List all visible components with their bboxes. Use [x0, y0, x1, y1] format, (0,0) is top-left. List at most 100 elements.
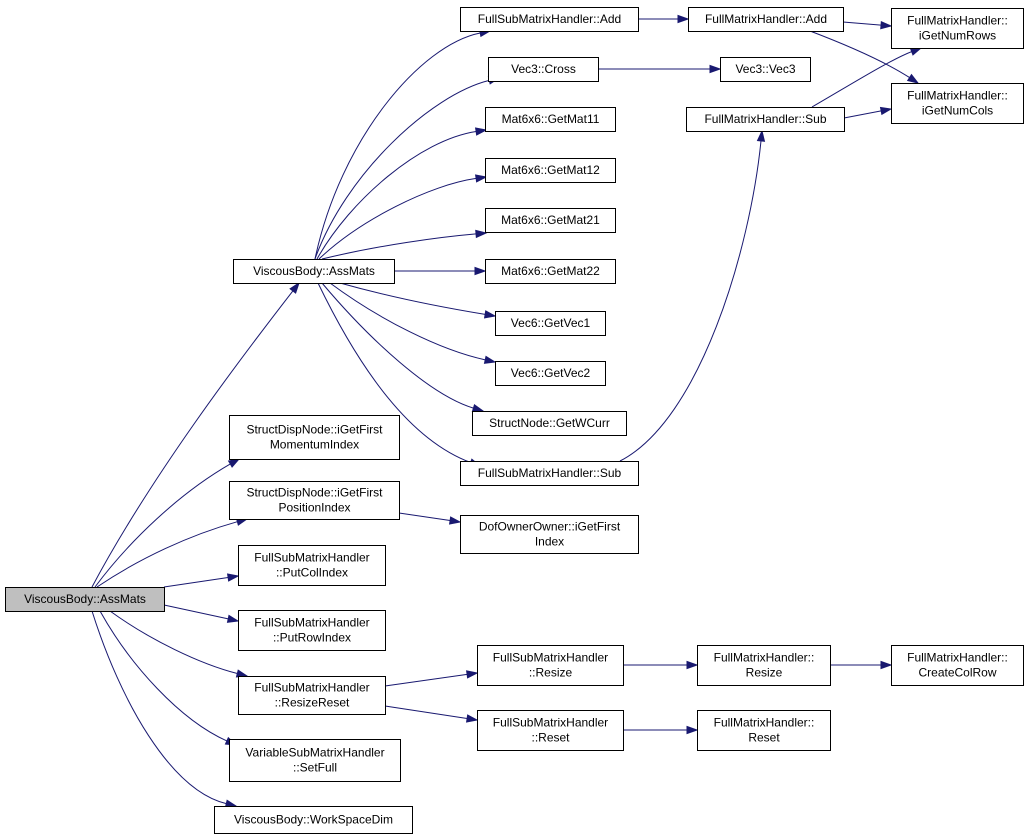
node-label: ::PutColIndex: [276, 566, 348, 580]
arrowhead: [474, 127, 488, 136]
node-box: [485, 158, 616, 183]
node-label: FullMatrixHandler::: [714, 716, 815, 730]
node-label: FullMatrixHandler::: [907, 14, 1008, 28]
node-box: [229, 481, 400, 520]
node-label: StructNode::GetWCurr: [489, 416, 610, 430]
node-mat-getmat11[interactable]: Mat6x6::GetMat11: [485, 107, 616, 132]
edge-vb_assmats-to-mat_getmat21: [321, 229, 488, 260]
node-box: [233, 259, 395, 284]
node-fsmh-putrow[interactable]: FullSubMatrixHandler::PutRowIndex: [238, 610, 386, 651]
function-nodes: ViscousBody::AssMatsViscousBody::AssMats…: [5, 7, 1024, 834]
node-root[interactable]: ViscousBody::AssMats: [5, 587, 165, 612]
node-box: [891, 83, 1024, 124]
node-fmh-sub[interactable]: FullMatrixHandler::Sub: [686, 107, 845, 132]
node-vec3-vec3[interactable]: Vec3::Vec3: [720, 57, 811, 82]
arrowhead: [448, 516, 462, 525]
node-fmh-getnumcols[interactable]: FullMatrixHandler::iGetNumCols: [891, 83, 1024, 124]
edge-line: [811, 51, 912, 108]
arrowhead: [483, 355, 497, 364]
node-fsmh-reset[interactable]: FullSubMatrixHandler::Reset: [477, 710, 624, 751]
node-label: StructDispNode::iGetFirst: [246, 486, 383, 500]
node-box: [214, 806, 413, 834]
node-mat-getmat12[interactable]: Mat6x6::GetMat12: [485, 158, 616, 183]
node-fmh-resize[interactable]: FullMatrixHandler::Resize: [697, 645, 831, 686]
node-label: ViscousBody::WorkSpaceDim: [234, 813, 393, 827]
node-box: [477, 710, 624, 751]
node-label: FullMatrixHandler::Sub: [704, 112, 826, 126]
node-box: [891, 645, 1024, 686]
node-label: Vec3::Cross: [511, 62, 576, 76]
node-box: [495, 311, 606, 336]
node-label: ViscousBody::AssMats: [253, 264, 375, 278]
node-fsmh-resizereset[interactable]: FullSubMatrixHandler::ResizeReset: [238, 676, 386, 715]
arrowhead: [880, 20, 893, 30]
arrowhead: [226, 573, 240, 582]
node-box: [477, 645, 624, 686]
edge-line: [314, 79, 490, 260]
node-vec3-cross[interactable]: Vec3::Cross: [488, 57, 599, 82]
node-fsmh-resize[interactable]: FullSubMatrixHandler::Resize: [477, 645, 624, 686]
edge-fsmh_add-to-fmh_add: [638, 14, 690, 24]
node-fsmh-putcol[interactable]: FullSubMatrixHandler::PutColIndex: [238, 545, 386, 586]
node-label: ::Reset: [531, 731, 570, 745]
edge-fmh_sub-to-fmh_getnumcols: [843, 106, 893, 119]
edge-line: [314, 32, 481, 260]
node-fsmh-add[interactable]: FullSubMatrixHandler::Add: [460, 7, 639, 32]
node-label: StructDispNode::iGetFirst: [246, 423, 383, 437]
node-label: Vec6::GetVec2: [511, 366, 591, 380]
node-fsmh-sub[interactable]: FullSubMatrixHandler::Sub: [460, 461, 639, 486]
edge-line: [96, 521, 238, 588]
node-box: [688, 7, 844, 32]
node-mat-getmat21[interactable]: Mat6x6::GetMat21: [485, 208, 616, 233]
node-label: ::PutRowIndex: [273, 631, 351, 645]
node-box: [460, 461, 639, 486]
node-vsmh-setfull[interactable]: VariableSubMatrixHandler::SetFull: [229, 739, 401, 782]
edge-sdn_position-to-doo_getfirst: [398, 512, 462, 525]
edge-fmh_add-to-fmh_getnumrows: [842, 20, 893, 30]
node-vec6-getvec1[interactable]: Vec6::GetVec1: [495, 311, 606, 336]
node-mat-getmat22[interactable]: Mat6x6::GetMat22: [485, 259, 616, 284]
edge-line: [163, 604, 229, 620]
node-label: FullSubMatrixHandler: [254, 616, 369, 630]
node-box: [485, 107, 616, 132]
node-fmh-createcolrow[interactable]: FullMatrixHandler::CreateColRow: [891, 645, 1024, 686]
node-box: [495, 361, 606, 386]
node-box: [5, 587, 165, 612]
edge-vb_assmats-to-mat_getmat11: [316, 127, 488, 260]
node-box: [485, 208, 616, 233]
node-fmh-add[interactable]: FullMatrixHandler::Add: [688, 7, 844, 32]
edge-root-to-fsmh_putcol: [163, 573, 240, 588]
arrowhead: [756, 129, 766, 142]
node-box: [238, 610, 386, 651]
arrowhead: [474, 266, 487, 276]
node-label: FullSubMatrixHandler: [254, 551, 369, 565]
node-label: Mat6x6::GetMat22: [501, 264, 600, 278]
node-vec6-getvec2[interactable]: Vec6::GetVec2: [495, 361, 606, 386]
edge-fsmh_resizereset-to-fsmh_reset: [384, 705, 479, 723]
node-vb-workspace[interactable]: ViscousBody::WorkSpaceDim: [214, 806, 413, 834]
edge-root-to-fsmh_resizereset: [109, 610, 249, 678]
edge-fsmh_reset-to-fmh_reset: [623, 725, 699, 735]
node-sn-getwcurr[interactable]: StructNode::GetWCurr: [472, 411, 627, 436]
edge-line: [398, 512, 451, 522]
edge-line: [339, 282, 486, 315]
edge-vb_assmats-to-sn_getwcurr: [321, 282, 485, 412]
node-label: ViscousBody::AssMats: [24, 592, 146, 606]
node-label: FullSubMatrixHandler: [493, 651, 608, 665]
arrowhead: [475, 229, 488, 239]
node-label: FullSubMatrixHandler::Add: [478, 12, 621, 26]
node-vb-assmats[interactable]: ViscousBody::AssMats: [233, 259, 395, 284]
edge-root-to-vsmh_setfull: [99, 610, 238, 746]
arrowhead: [686, 660, 699, 670]
node-label: MomentumIndex: [270, 438, 359, 452]
node-fmh-reset[interactable]: FullMatrixHandler::Reset: [697, 710, 831, 751]
node-fmh-getnumrows[interactable]: FullMatrixHandler::iGetNumRows: [891, 8, 1024, 49]
edge-line: [163, 576, 229, 588]
edge-line: [91, 290, 294, 588]
edge-root-to-sdn_position: [96, 517, 249, 588]
node-box: [686, 107, 845, 132]
